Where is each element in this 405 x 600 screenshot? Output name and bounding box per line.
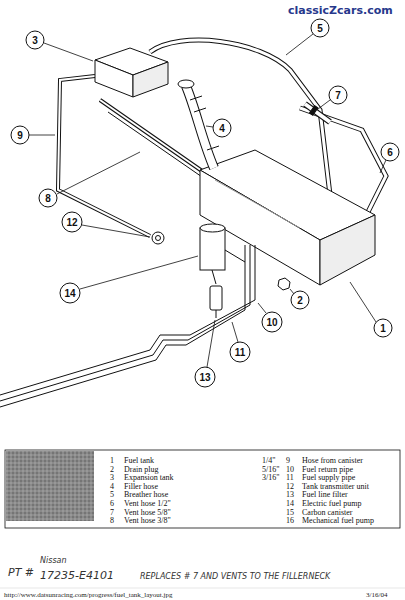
legend-text: Fuel return pipe — [302, 465, 353, 474]
legend-text: Breather hose — [124, 490, 168, 499]
legend-text: 5 — [110, 490, 114, 499]
legend-text: 13 — [286, 490, 294, 499]
callout-number: 12 — [62, 217, 82, 228]
legend-text: 2 — [110, 465, 114, 474]
callout-number: 13 — [195, 372, 215, 383]
legend-text: 7 — [110, 508, 114, 517]
handwritten-note: Nissan — [40, 556, 67, 565]
legend-text: Hose from canister — [302, 456, 363, 465]
callout-number: 11 — [230, 347, 250, 358]
legend-text: 5/16" — [262, 465, 280, 474]
legend-text: Vent hose 3/8" — [124, 516, 171, 525]
legend-text: 15 — [286, 508, 294, 517]
legend-text: 3/16" — [262, 473, 280, 482]
callout-number: 8 — [38, 193, 58, 204]
legend-text: Electric fuel pump — [302, 499, 362, 508]
legend-text: 8 — [110, 516, 114, 525]
legend-text: 6 — [110, 499, 114, 508]
callout-number: 4 — [212, 123, 232, 134]
callout-number: 1 — [373, 323, 393, 334]
callout-number: 7 — [328, 90, 348, 101]
watermark: classicZcars.com — [288, 4, 393, 17]
callout-number: 6 — [380, 147, 400, 158]
callout-number: 14 — [60, 288, 80, 299]
callout-number: 10 — [262, 317, 282, 328]
legend-text: Fuel supply pipe — [302, 473, 355, 482]
legend-text: Vent hose 1/2" — [124, 499, 171, 508]
callout-number: 3 — [25, 35, 45, 46]
handwritten-note: REPLACES # 7 AND VENTS TO THE FILLERNECK — [140, 572, 330, 581]
legend-text: Drain plug — [124, 465, 158, 474]
legend-text: 12 — [286, 482, 294, 491]
callout-number: 5 — [310, 23, 330, 34]
legend-text: Tank transmitter unit — [302, 482, 369, 491]
footer-text: 3/16/04 — [366, 591, 387, 599]
legend-text: Carbon canister — [302, 508, 352, 517]
handwritten-note: PT # — [8, 566, 34, 579]
legend-text: 3 — [110, 473, 114, 482]
legend-text: 1/4" — [262, 456, 276, 465]
legend-text: Mechanical fuel pump — [302, 516, 374, 525]
legend-text: 4 — [110, 482, 114, 491]
legend-text: 10 — [286, 465, 294, 474]
legend-text: 16 — [286, 516, 294, 525]
legend-text: Vent hose 5/8" — [124, 508, 171, 517]
legend-text: Fuel line filter — [302, 490, 348, 499]
legend-text: 14 — [286, 499, 294, 508]
legend-text: Filler hose — [124, 482, 158, 491]
callout-number: 2 — [290, 295, 310, 306]
legend-text: Fuel tank — [124, 456, 154, 465]
callout-number: 9 — [10, 130, 30, 141]
footer-text: http://www.datsunracing.com/progress/fue… — [4, 591, 173, 599]
legend-text: 9 — [286, 456, 290, 465]
legend-text: Expansion tank — [124, 473, 174, 482]
legend-text: 11 — [286, 473, 294, 482]
handwritten-note: 17235-E4101 — [40, 569, 114, 582]
legend-text: 1 — [110, 456, 114, 465]
